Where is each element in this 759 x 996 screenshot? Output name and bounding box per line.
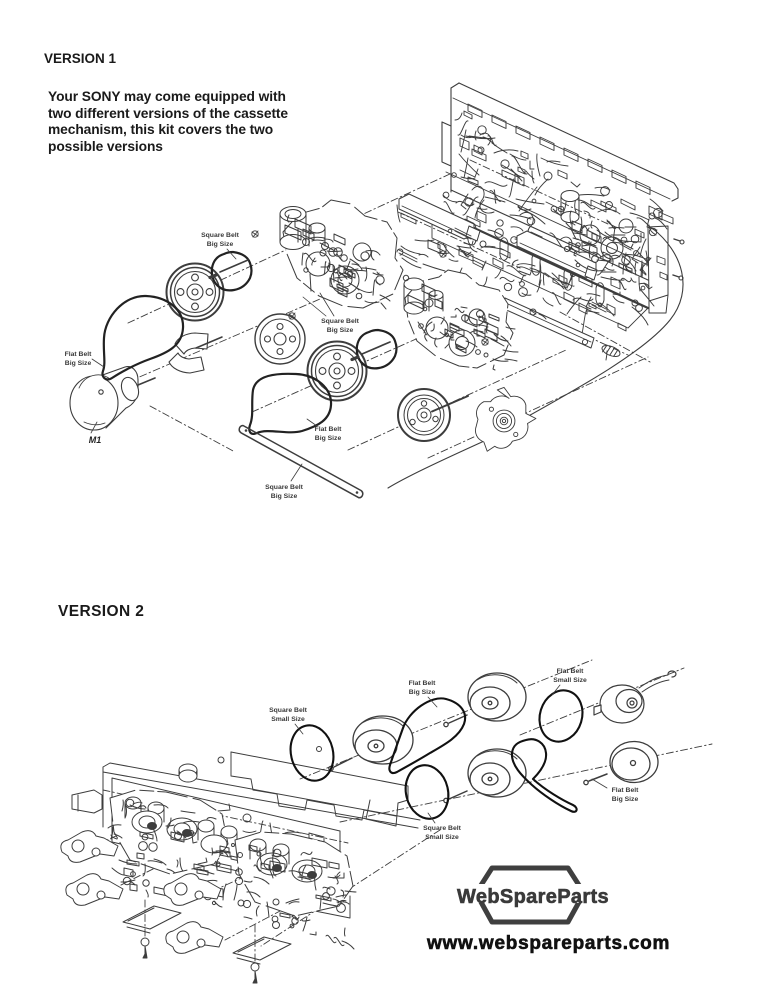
svg-text:Big Size: Big Size bbox=[327, 327, 354, 334]
svg-text:Flat Belt: Flat Belt bbox=[612, 787, 640, 794]
svg-text:Big Size: Big Size bbox=[271, 493, 298, 500]
svg-text:Square Belt: Square Belt bbox=[265, 484, 304, 491]
svg-text:Square Belt: Square Belt bbox=[201, 232, 240, 239]
svg-text:Flat Belt: Flat Belt bbox=[65, 351, 93, 358]
svg-text:Big Size: Big Size bbox=[612, 796, 639, 803]
svg-text:Square Belt: Square Belt bbox=[269, 707, 308, 714]
svg-text:Square Belt: Square Belt bbox=[321, 318, 360, 325]
svg-text:Big Size: Big Size bbox=[315, 435, 342, 442]
svg-text:Small Size: Small Size bbox=[553, 677, 587, 684]
svg-text:Square Belt: Square Belt bbox=[423, 825, 462, 832]
svg-text:Flat Belt: Flat Belt bbox=[315, 426, 343, 433]
svg-text:M1: M1 bbox=[89, 435, 102, 445]
svg-text:Big Size: Big Size bbox=[207, 241, 234, 248]
svg-text:Small Size: Small Size bbox=[271, 716, 305, 723]
svg-text:Big Size: Big Size bbox=[409, 689, 436, 696]
svg-text:Flat Belt: Flat Belt bbox=[557, 668, 585, 675]
svg-text:Flat Belt: Flat Belt bbox=[409, 680, 437, 687]
svg-text:Small Size: Small Size bbox=[425, 834, 459, 841]
svg-text:Big Size: Big Size bbox=[65, 360, 92, 367]
